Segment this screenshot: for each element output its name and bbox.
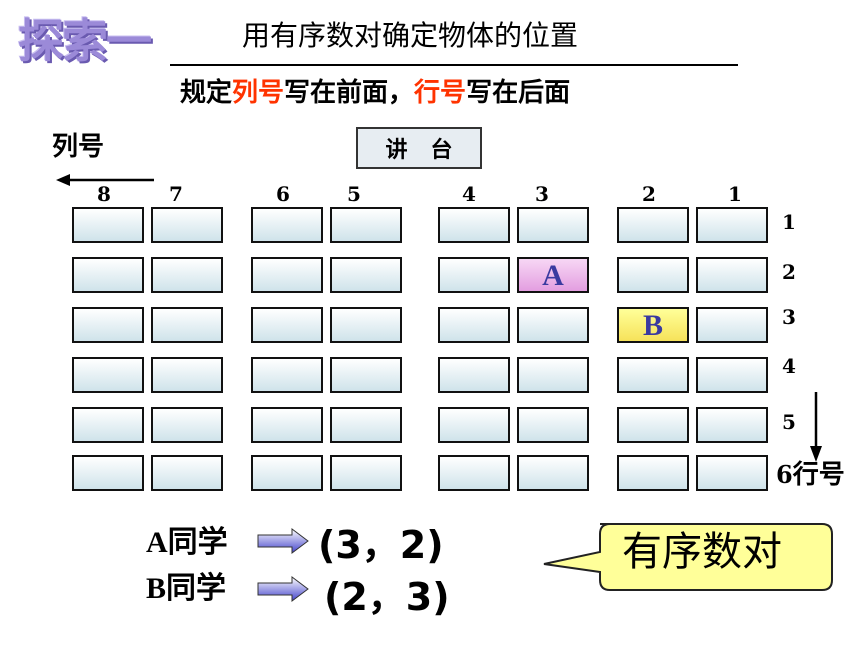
rule-note: 规定列号写在前面，行号写在后面 bbox=[180, 80, 570, 106]
student-a-coordinate: (3，2) bbox=[318, 523, 444, 567]
note-prefix: 规定 bbox=[180, 78, 233, 108]
callout-text: 有序数对 bbox=[622, 529, 782, 575]
desk bbox=[438, 207, 510, 243]
podium-char-1: 讲 bbox=[385, 138, 408, 163]
row-number: 3 bbox=[782, 305, 796, 329]
note-row-term: 行号 bbox=[414, 78, 467, 108]
row-6-label: 6行号 bbox=[776, 462, 845, 488]
callout-bubble bbox=[543, 523, 833, 591]
column-number: 4 bbox=[462, 182, 476, 206]
desk bbox=[151, 407, 223, 443]
desk bbox=[251, 257, 323, 293]
student-a-label: A同学 bbox=[146, 526, 228, 559]
column-number: 3 bbox=[535, 182, 549, 206]
desk bbox=[438, 407, 510, 443]
desk bbox=[617, 257, 689, 293]
desk bbox=[517, 307, 589, 343]
desk bbox=[696, 455, 768, 491]
row-number: 6 bbox=[776, 460, 793, 489]
row-number: 5 bbox=[782, 410, 796, 434]
desk bbox=[72, 455, 144, 491]
desk bbox=[517, 207, 589, 243]
slide-subject: 用有序数对确定物体的位置 bbox=[242, 19, 579, 52]
desk bbox=[151, 357, 223, 393]
desk bbox=[151, 455, 223, 491]
column-label: 列号 bbox=[52, 132, 105, 162]
row-number: 2 bbox=[782, 260, 796, 284]
desk bbox=[72, 307, 144, 343]
desk bbox=[517, 407, 589, 443]
desk-b: B bbox=[617, 307, 689, 343]
row-number: 1 bbox=[782, 210, 796, 234]
desk bbox=[330, 357, 402, 393]
desk bbox=[696, 357, 768, 393]
desk bbox=[72, 407, 144, 443]
desk bbox=[617, 407, 689, 443]
desk bbox=[72, 257, 144, 293]
desk bbox=[696, 257, 768, 293]
desk bbox=[330, 257, 402, 293]
desk bbox=[251, 307, 323, 343]
note-middle: 写在前面， bbox=[284, 78, 415, 108]
column-number: 5 bbox=[347, 182, 361, 206]
desk bbox=[330, 407, 402, 443]
desk bbox=[438, 455, 510, 491]
row-label: 行号 bbox=[792, 460, 845, 490]
desk bbox=[438, 257, 510, 293]
desk bbox=[72, 357, 144, 393]
desk bbox=[330, 207, 402, 243]
desk bbox=[330, 455, 402, 491]
column-number: 1 bbox=[728, 182, 742, 206]
note-suffix: 写在后面 bbox=[466, 78, 571, 108]
desk bbox=[151, 207, 223, 243]
desk bbox=[696, 307, 768, 343]
arrow-right-icon bbox=[257, 528, 309, 554]
student-b-label: B同学 bbox=[146, 572, 227, 605]
desk bbox=[72, 207, 144, 243]
desk bbox=[330, 307, 402, 343]
left-arrow-icon bbox=[56, 174, 154, 186]
title-underline bbox=[170, 64, 738, 66]
column-number: 7 bbox=[169, 182, 183, 206]
desk bbox=[696, 407, 768, 443]
desk-a-label: A bbox=[542, 259, 564, 292]
desk bbox=[696, 207, 768, 243]
desk bbox=[251, 357, 323, 393]
desk bbox=[251, 207, 323, 243]
desk-a: A bbox=[517, 257, 589, 293]
desk bbox=[151, 307, 223, 343]
desk bbox=[251, 455, 323, 491]
podium-char-2: 台 bbox=[430, 138, 453, 163]
desk bbox=[617, 207, 689, 243]
desk bbox=[438, 357, 510, 393]
student-b-coordinate: (2，3) bbox=[324, 575, 450, 619]
desk-b-label: B bbox=[642, 309, 663, 342]
down-arrow-icon bbox=[810, 392, 822, 462]
row-number: 4 bbox=[782, 354, 796, 378]
note-column-term: 列号 bbox=[232, 78, 285, 108]
section-title: 探索一 bbox=[18, 14, 152, 68]
desk bbox=[151, 257, 223, 293]
podium: 讲 台 bbox=[356, 127, 482, 169]
desk bbox=[617, 455, 689, 491]
desk bbox=[438, 307, 510, 343]
desk bbox=[251, 407, 323, 443]
column-number: 8 bbox=[97, 182, 111, 206]
desk bbox=[517, 455, 589, 491]
column-number: 6 bbox=[276, 182, 290, 206]
column-number: 2 bbox=[642, 182, 656, 206]
arrow-right-icon bbox=[257, 576, 309, 602]
desk bbox=[617, 357, 689, 393]
desk bbox=[517, 357, 589, 393]
